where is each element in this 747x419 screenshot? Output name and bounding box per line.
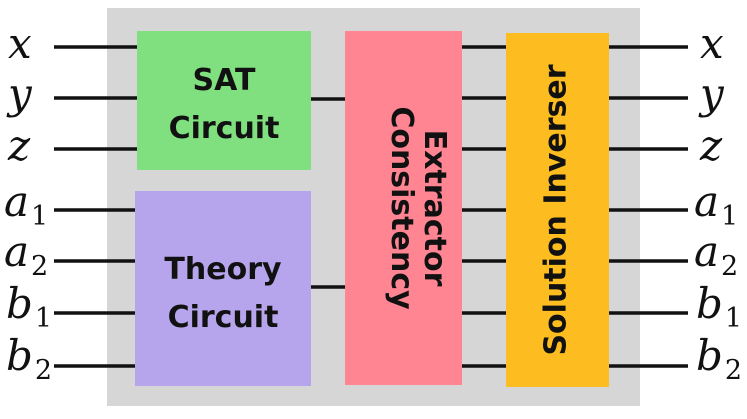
theory-circuit-label-line1: Theory	[164, 252, 282, 287]
theory-circuit-box	[135, 191, 311, 386]
input-wires	[54, 45, 137, 368]
input-label-a1: a1	[4, 177, 48, 232]
sat-circuit-box	[137, 31, 311, 170]
output-wires	[608, 45, 688, 368]
consistency-extractor-box	[345, 31, 462, 385]
consistency-extractor-label-line1: Consistency	[384, 106, 419, 310]
input-labels: x y z a1 a2 b1 b2	[4, 19, 52, 386]
output-label-x: x	[700, 19, 724, 68]
output-label-b2: b2	[696, 331, 742, 386]
theory-circuit-block: Theory Circuit	[135, 191, 311, 386]
theory-circuit-label-line2: Circuit	[168, 300, 279, 335]
output-label-z: z	[699, 121, 723, 170]
input-label-b1: b1	[6, 279, 52, 334]
output-label-y: y	[698, 69, 725, 118]
extractor-inverser-wires	[461, 45, 507, 368]
output-label-b1: b1	[696, 279, 742, 334]
consistency-extractor-block: Consistency Extractor	[345, 31, 462, 385]
input-label-y: y	[6, 69, 33, 118]
output-labels: x y z a1 a2 b1 b2	[694, 19, 742, 386]
sat-circuit-label-line2: Circuit	[169, 111, 280, 146]
input-label-z: z	[7, 121, 31, 170]
input-label-b2: b2	[6, 331, 52, 386]
consistency-extractor-label-line2: Extractor	[417, 130, 452, 287]
output-label-a2: a2	[694, 227, 738, 282]
input-label-a2: a2	[4, 227, 48, 282]
sat-circuit-label-line1: SAT	[193, 63, 256, 98]
solution-inverser-block: Solution Inverser	[506, 33, 609, 387]
solution-inverser-box	[506, 33, 609, 387]
input-label-x: x	[8, 19, 32, 68]
output-label-a1: a1	[694, 177, 738, 232]
sat-circuit-block: SAT Circuit	[137, 31, 311, 170]
solution-inverser-label: Solution Inverser	[539, 64, 574, 355]
